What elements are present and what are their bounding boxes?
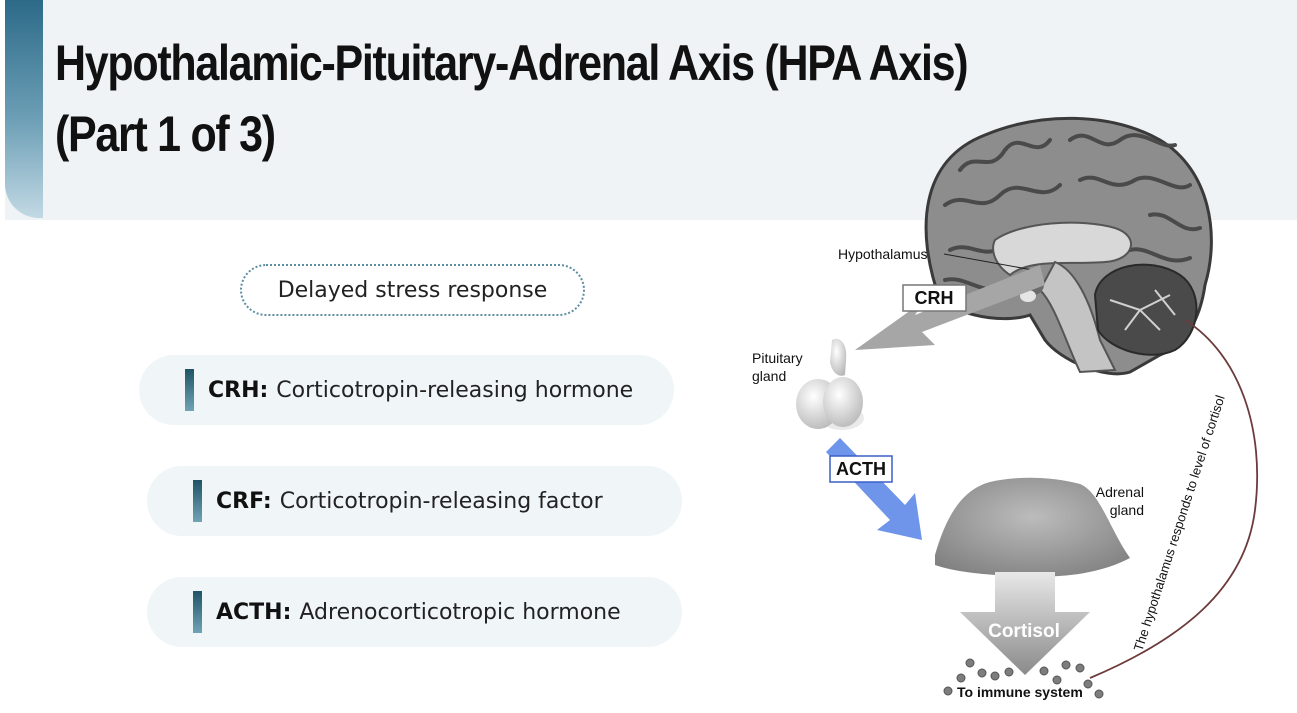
feedback-label: The hypothalamus responds to level of co…: [1131, 393, 1228, 653]
title-line-2: (Part 1 of 3): [55, 106, 276, 162]
acth-label: ACTH: [836, 459, 886, 479]
definition-marker: [193, 480, 202, 522]
acth-arrow: [826, 438, 922, 540]
pituitary-label-line-2: gland: [752, 368, 786, 384]
definition-crh: CRH: Corticotropin-releasing hormone: [139, 355, 674, 425]
definition-text: Corticotropin-releasing hormone: [276, 377, 634, 403]
crh-box: [902, 284, 967, 312]
definition-acth: ACTH: Adrenocorticotropic hormone: [147, 577, 682, 647]
crh-label: CRH: [915, 288, 954, 308]
definition-term: ACTH:: [216, 599, 292, 625]
cortisol-arrow: [960, 572, 1090, 675]
hypothalamus-label: Hypothalamus: [838, 246, 928, 262]
feedback-loop-line: [1089, 319, 1259, 679]
immune-system-label: To immune system: [957, 684, 1083, 700]
definition-marker: [185, 369, 194, 411]
title-line-1: Hypothalamic-Pituitary-Adrenal Axis (HPA…: [55, 35, 969, 91]
adrenal-label-line-1: Adrenal: [1096, 484, 1144, 500]
adrenal-gland-illustration: [935, 477, 1130, 577]
definition-crf: CRF: Corticotropin-releasing factor: [147, 466, 682, 536]
pituitary-gland-illustration: [796, 338, 864, 430]
cortisol-particles: [943, 658, 1104, 699]
hypothalamus-leader: [943, 253, 1034, 271]
definition-term: CRF:: [216, 488, 272, 514]
slide-title: Hypothalamic-Pituitary-Adrenal Axis (HPA…: [55, 28, 1018, 170]
definition-term: CRH:: [208, 377, 269, 403]
cortisol-label: Cortisol: [988, 621, 1060, 642]
definition-text: Corticotropin-releasing factor: [279, 488, 603, 514]
accent-bar: [5, 0, 43, 218]
adrenal-label-line-2: gland: [1110, 502, 1144, 518]
delayed-stress-pill: Delayed stress response: [240, 264, 585, 316]
definition-marker: [193, 591, 202, 633]
pituitary-label-line-1: Pituitary: [752, 350, 803, 366]
definition-text: Adrenocorticotropic hormone: [299, 599, 621, 625]
acth-box: [829, 455, 893, 483]
brain-illustration: [924, 116, 1213, 376]
